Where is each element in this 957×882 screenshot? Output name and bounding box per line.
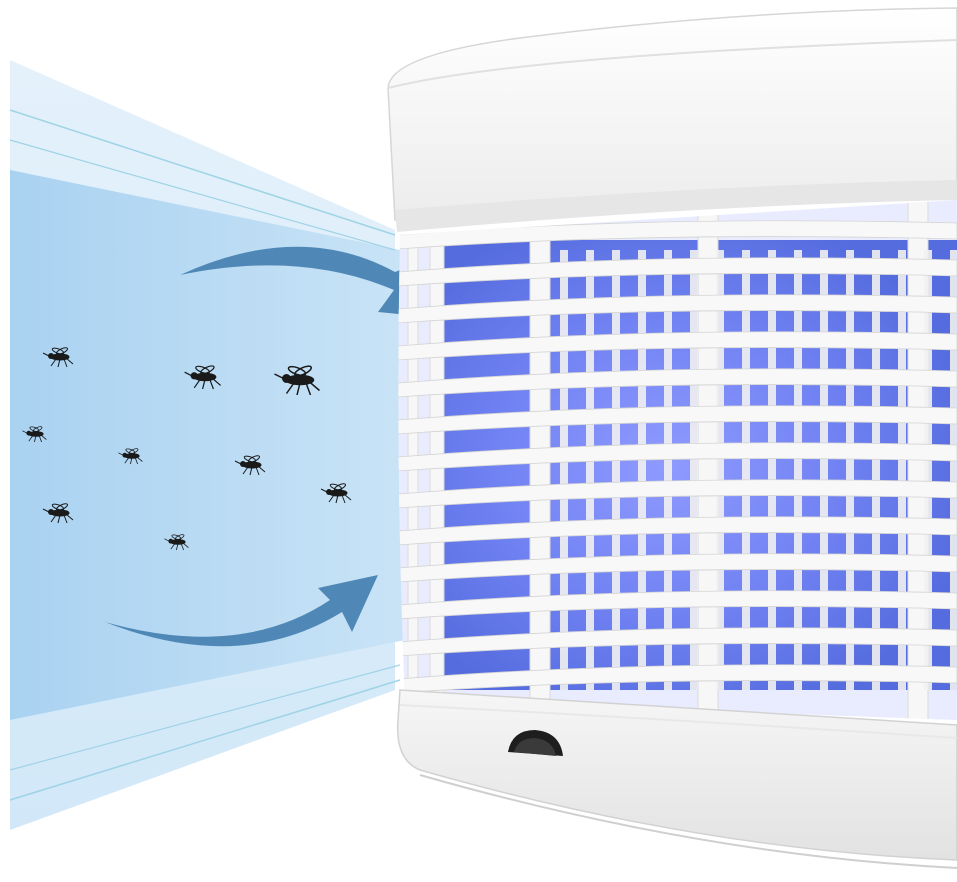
mosquito-icon (274, 365, 320, 396)
air-flow-beam (9, 60, 405, 830)
grill-inner-bar (560, 250, 568, 690)
grill-slat (398, 627, 957, 657)
arrow-icon (105, 575, 378, 647)
mosquito-icon (184, 365, 221, 390)
mosquito-icon (22, 426, 47, 443)
grill-inner-bar (924, 250, 932, 690)
grill-inner-bar (638, 250, 646, 690)
grill-inner-bar (664, 250, 672, 690)
grill-slat (398, 294, 957, 324)
lamp-lid (387, 7, 957, 232)
grill-inner-bar (716, 250, 724, 690)
grill-slat (398, 590, 957, 620)
grill-slat (398, 220, 957, 250)
grill-slat (398, 479, 957, 509)
grill-inner-bar (898, 250, 906, 690)
grill-inner-bar (612, 250, 620, 690)
grill-inner-bar (768, 250, 776, 690)
mosquito-icon (42, 347, 74, 368)
grill-inner-bar (586, 250, 594, 690)
grill-inner-bar (872, 250, 880, 690)
grill-slat (398, 368, 957, 398)
grill-inner-bar (820, 250, 828, 690)
power-port-icon (508, 730, 563, 756)
grill-inner-bar (846, 250, 854, 690)
grill-slat (398, 442, 957, 472)
grill-inner-bar (742, 250, 750, 690)
mosquito-icon (234, 455, 266, 476)
arrow-icon (180, 246, 438, 318)
mosquito-icon (320, 483, 352, 504)
grill-inner-bar (690, 250, 698, 690)
grill-post (697, 200, 719, 720)
mosquito-icon (118, 448, 143, 465)
grill-post (529, 200, 551, 720)
grill-slat (398, 405, 957, 435)
grill-slat (398, 516, 957, 546)
mosquito-icon (164, 534, 189, 551)
grill-slat (398, 664, 957, 694)
grill-slat (398, 331, 957, 361)
grill-slat (398, 257, 957, 287)
grill-inner-bar (794, 250, 802, 690)
protective-grill (398, 200, 957, 720)
grill-slat (398, 553, 957, 583)
insect-swarm (22, 347, 352, 551)
grill-inner-bar (950, 250, 957, 690)
mosquito-icon (42, 503, 74, 524)
